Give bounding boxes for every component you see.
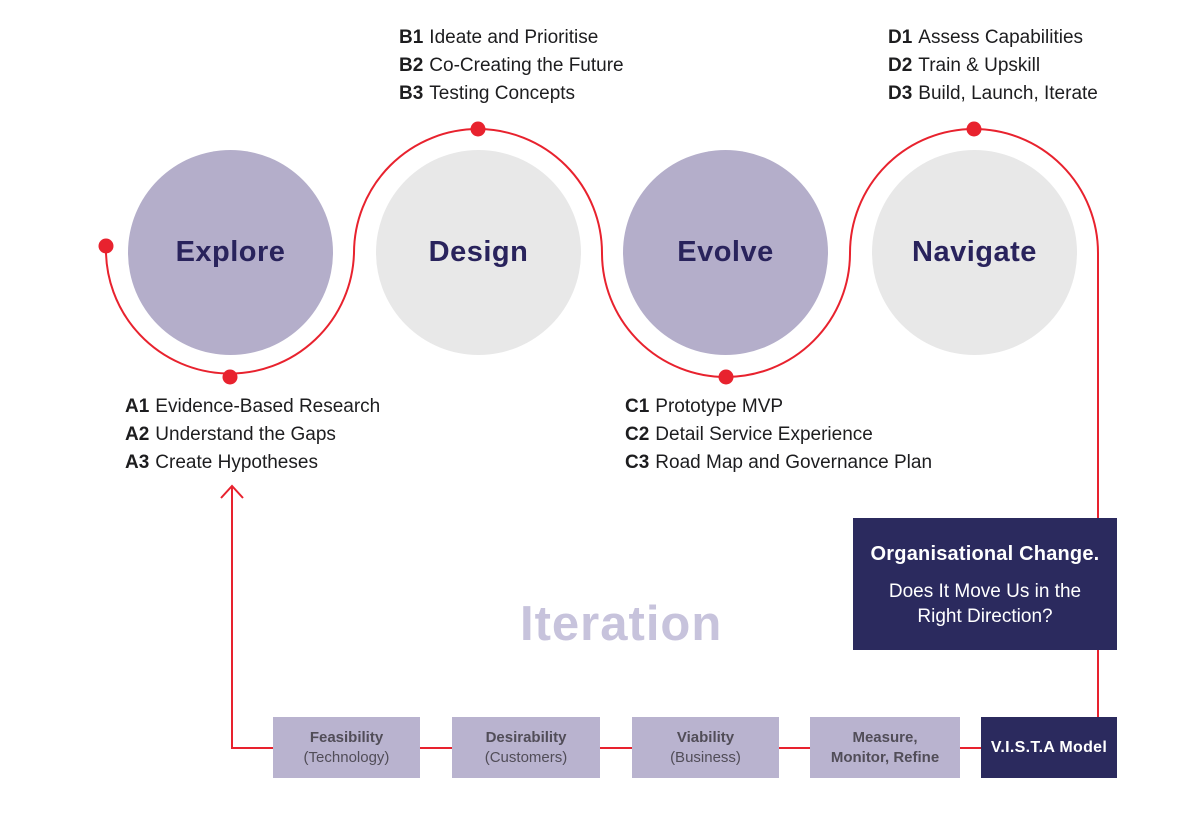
step-id: B2 xyxy=(399,55,424,76)
step-id: B1 xyxy=(399,27,424,48)
organisational-change-callout: Organisational Change. Does It Move Us i… xyxy=(853,518,1117,650)
step-id: A1 xyxy=(125,396,150,417)
serpentine-path xyxy=(104,128,1099,718)
step-text: Co-Creating the Future xyxy=(429,55,624,76)
bottom-box-vista-model: V.I.S.T.A Model xyxy=(981,717,1117,778)
step-id: C1 xyxy=(625,396,650,417)
box-title: Measure, xyxy=(852,728,918,746)
iteration-watermark: Iteration xyxy=(520,597,723,651)
step-id: C3 xyxy=(625,452,650,473)
path-node-dot-start xyxy=(98,238,114,254)
step-id: D2 xyxy=(888,55,913,76)
step-text: Understand the Gaps xyxy=(155,424,336,445)
step-text: Detail Service Experience xyxy=(655,424,873,445)
step-text: Assess Capabilities xyxy=(918,27,1084,48)
stage-circle-evolve: Evolve xyxy=(623,150,828,355)
box-subtitle: (Business) xyxy=(670,748,741,766)
box-title: Feasibility xyxy=(309,728,384,746)
bottom-box-desirability: Desirability (Customers) xyxy=(452,717,600,778)
path-node-dot-evolve xyxy=(718,369,734,385)
arrow-head-icon xyxy=(220,484,244,499)
step-id: A3 xyxy=(125,452,150,473)
step-id: B3 xyxy=(399,83,424,104)
path-node-dot-design xyxy=(470,121,486,137)
stage-circle-explore: Explore xyxy=(128,150,333,355)
step-text: Build, Launch, Iterate xyxy=(918,83,1098,104)
path-node-dot-navigate xyxy=(966,121,982,137)
callout-title: Organisational Change. xyxy=(870,543,1100,565)
stage-label-design: Design xyxy=(428,236,529,268)
step-id: D1 xyxy=(888,27,913,48)
box-subtitle: (Customers) xyxy=(484,748,568,766)
step-id: A2 xyxy=(125,424,150,445)
step-text: Prototype MVP xyxy=(655,396,784,417)
step-text: Evidence-Based Research xyxy=(155,396,381,417)
path-node-dot-explore xyxy=(222,369,238,385)
stage-label-evolve: Evolve xyxy=(677,236,774,268)
step-text: Create Hypotheses xyxy=(155,452,318,473)
box-title: Viability xyxy=(676,728,735,746)
box-subtitle: Monitor, Refine xyxy=(830,748,940,766)
callout-body-line: Does It Move Us in the xyxy=(888,581,1082,602)
step-id: D3 xyxy=(888,83,913,104)
stage-label-explore: Explore xyxy=(175,236,286,268)
box-title: V.I.S.T.A Model xyxy=(990,738,1108,756)
callout-body: Does It Move Us in the Right Direction? xyxy=(853,579,1117,629)
callout-body-line: Right Direction? xyxy=(917,606,1053,627)
step-text: Testing Concepts xyxy=(429,83,576,104)
bottom-box-feasibility: Feasibility (Technology) xyxy=(273,717,420,778)
box-title: Desirability xyxy=(485,728,567,746)
stage-circle-navigate: Navigate xyxy=(872,150,1077,355)
step-text: Road Map and Governance Plan xyxy=(655,452,933,473)
stage-label-navigate: Navigate xyxy=(912,236,1037,268)
box-subtitle: (Technology) xyxy=(303,748,390,766)
stage-circle-design: Design xyxy=(376,150,581,355)
step-text: Ideate and Prioritise xyxy=(429,27,599,48)
bottom-box-measure-monitor-refine: Measure, Monitor, Refine xyxy=(810,717,960,778)
step-id: C2 xyxy=(625,424,650,445)
step-text: Train & Upskill xyxy=(918,55,1041,76)
bottom-box-viability: Viability (Business) xyxy=(632,717,779,778)
